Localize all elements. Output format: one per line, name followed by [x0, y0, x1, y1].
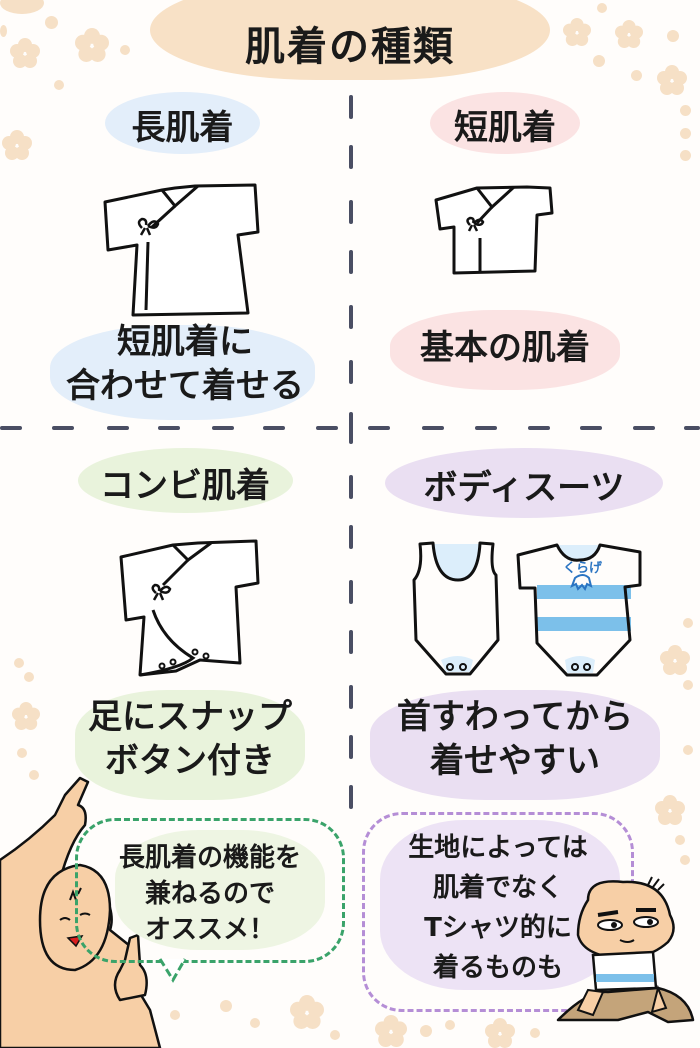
baby-character — [556, 876, 695, 1024]
bodysuit-print-text: くらげ — [563, 560, 603, 576]
panel-description: 足にスナップ ボタン付き — [88, 697, 292, 781]
panel-description: 首すわってから 着せやすい — [396, 697, 634, 781]
panel-heading: コンビ肌着 — [100, 466, 270, 506]
speech-bubble-text: 長肌着の機能を 兼ねるので オススメ！ — [118, 843, 301, 945]
striped-bodysuit-icon: くらげ — [516, 543, 642, 677]
combi-undershirt-icon — [119, 539, 260, 677]
panel-heading: ボディスーツ — [423, 468, 625, 508]
panel-heading: 短肌着 — [454, 108, 556, 148]
panel-description: 短肌着に 合わせて着せる — [66, 322, 304, 406]
panel-description: 基本の肌着 — [420, 328, 590, 368]
short-undershirt-icon — [434, 185, 554, 275]
title-cloud — [150, 0, 550, 80]
panel-heading: 長肌着 — [131, 108, 234, 148]
page-title: 肌着の種類 — [245, 24, 455, 70]
speech-bubble-tail — [158, 958, 187, 983]
speech-bubble-text: 生地によっては 肌着でなく Tシャツ的に 着るものも — [408, 833, 588, 983]
long-undershirt-icon — [103, 183, 260, 317]
sleeveless-bodysuit-icon — [412, 541, 500, 676]
